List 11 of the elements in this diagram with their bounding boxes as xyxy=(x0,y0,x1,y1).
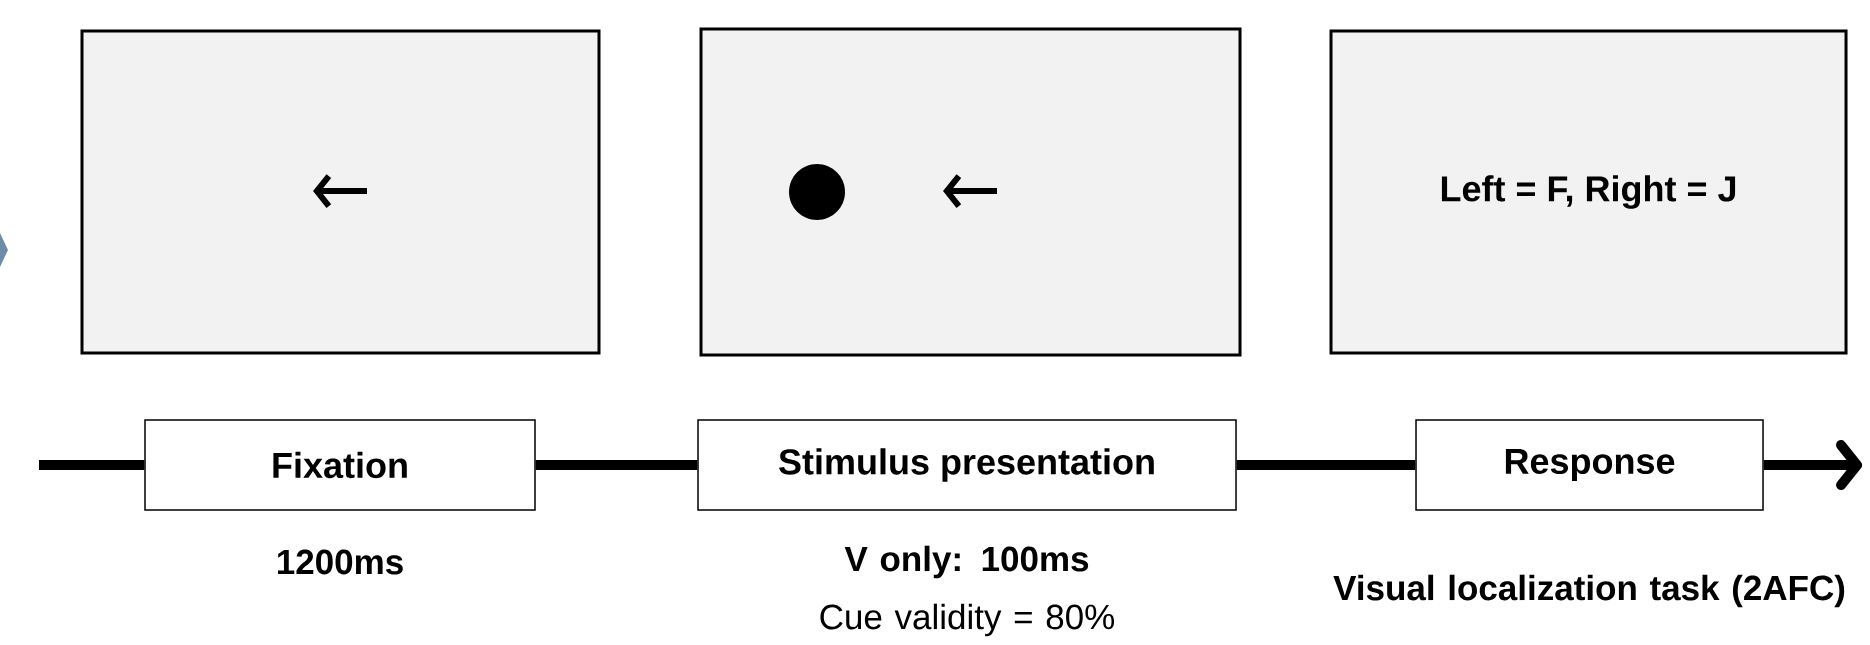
duration-label: Cue validity = 80% xyxy=(820,603,1114,637)
phase-box: Fixation xyxy=(144,419,536,511)
screen-box xyxy=(80,29,601,355)
phase-box: Stimulus presentation xyxy=(697,419,1237,511)
duration-label: V only: 100ms xyxy=(844,545,1089,579)
duration-label: 1200ms xyxy=(278,549,403,575)
duration-label: Visual localization task (2AFC) xyxy=(1333,574,1845,608)
screen-box: Left = F, Right = J xyxy=(1329,29,1848,355)
phase-box: Response xyxy=(1415,419,1764,511)
screen-box xyxy=(699,27,1242,357)
timeline-arrow xyxy=(1763,440,1863,490)
